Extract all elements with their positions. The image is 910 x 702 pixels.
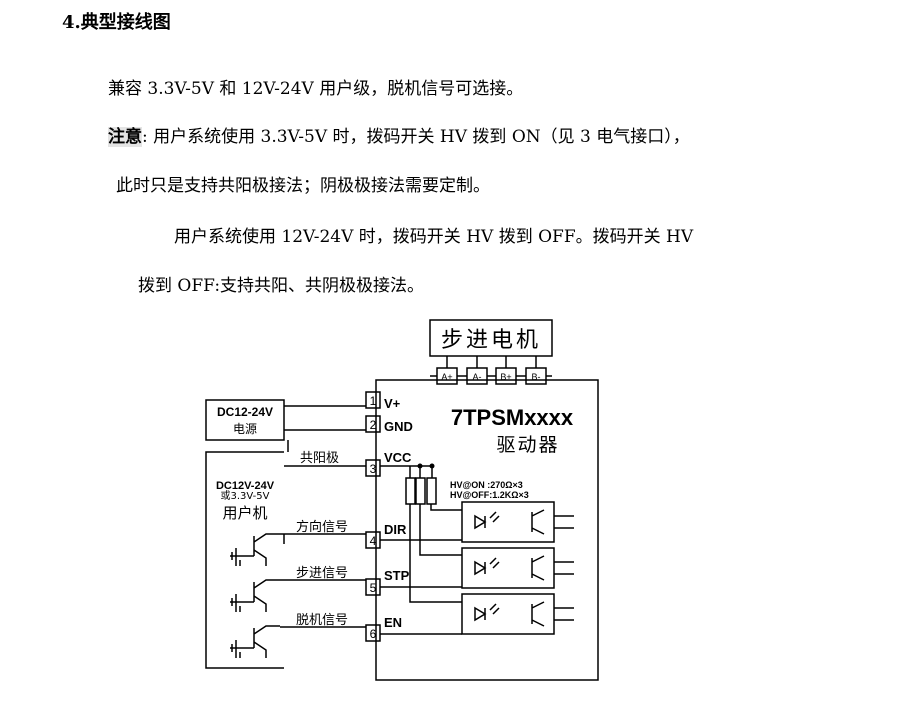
section-heading: 4.典型接线图 — [62, 12, 171, 33]
motor-terminal-label: A- — [473, 372, 482, 382]
paragraph-compat: 兼容 3.3V-5V 和 12V-24V 用户级，脱机信号可选接。 — [108, 79, 524, 99]
terminal-number: 2 — [370, 418, 377, 432]
resistor — [426, 477, 437, 505]
driver-name: 驱动器 — [496, 434, 559, 456]
supply-label: DC12-24V — [217, 405, 273, 419]
paragraph-note-cont: 此时只是支持共阳极接法；阴极极接法需要定制。 — [116, 176, 490, 196]
paragraph-note: 注意: 用户系统使用 3.3V-5V 时，拨码开关 HV 拨到 ON（见 3 电… — [108, 126, 690, 148]
note-label: 注意 — [108, 127, 142, 147]
opto-internal — [474, 509, 545, 627]
terminal-number: 1 — [370, 394, 377, 408]
terminal-name: GND — [384, 419, 413, 434]
host-label: 用户机 — [222, 504, 267, 522]
signal-label: 方向信号 — [296, 519, 348, 535]
terminal-number: 5 — [370, 581, 377, 595]
hv-on-spec: HV@ON :270Ω×3 — [450, 480, 523, 490]
power-wires — [284, 405, 366, 431]
note-text: : 用户系统使用 3.3V-5V 时，拨码开关 HV 拨到 ON（见 3 电气接… — [142, 127, 690, 147]
motor-box — [429, 319, 553, 357]
terminal-box — [365, 391, 381, 409]
terminal-name: DIR — [384, 522, 407, 537]
motor-terminal-label: A+ — [441, 372, 452, 382]
motor-terminal-label: B+ — [500, 372, 511, 382]
vcc-bus — [380, 465, 433, 478]
terminal-name: EN — [384, 615, 402, 630]
host-voltage-alt: 或3.3V-5V — [221, 490, 270, 502]
wiring-diagram: 步进电机 A+ A- B+ B- DC12-24V 电源 7TPSMxxxx 驱… — [205, 319, 599, 681]
optocoupler — [461, 547, 555, 589]
supply-sub-label: 电源 — [233, 422, 257, 436]
motor-label: 步进电机 — [441, 328, 541, 353]
terminal-name: VCC — [384, 450, 412, 465]
host-voltage: DC12V-24V — [216, 480, 275, 492]
terminal-number: 6 — [370, 627, 377, 641]
motor-terminal-label: B- — [532, 372, 541, 382]
motor-leads — [430, 356, 552, 377]
optocoupler — [461, 501, 555, 543]
terminal-number: 3 — [370, 462, 377, 476]
resistor — [405, 477, 416, 505]
junction-dots — [417, 463, 435, 469]
driver-box — [375, 379, 599, 681]
terminal-number: 4 — [370, 534, 377, 548]
power-supply-box — [205, 399, 285, 441]
optocoupler — [461, 593, 555, 635]
terminal-name: V+ — [384, 396, 401, 411]
hv-off-spec: HV@OFF:1.2KΩ×3 — [450, 490, 529, 500]
terminal-name: STP — [384, 568, 410, 583]
host-transistors — [230, 533, 280, 658]
terminal-box — [365, 415, 381, 433]
signal-label: 步进信号 — [296, 566, 348, 581]
driver-model: 7TPSMxxxx — [451, 405, 574, 430]
paragraph-hv-off-cont: 拨到 OFF:支持共阳、共阴极极接法。 — [138, 276, 425, 296]
common-anode-label: 共阳极 — [300, 451, 339, 466]
signal-label: 脱机信号 — [296, 613, 348, 628]
terminal-box — [365, 624, 381, 642]
terminal-box — [365, 459, 381, 477]
paragraph-hv-off: 用户系统使用 12V-24V 时，拨码开关 HV 拨到 OFF。拨码开关 HV — [174, 227, 694, 247]
host-box — [205, 451, 284, 669]
resistor — [415, 477, 426, 505]
dir-wire — [280, 533, 366, 544]
